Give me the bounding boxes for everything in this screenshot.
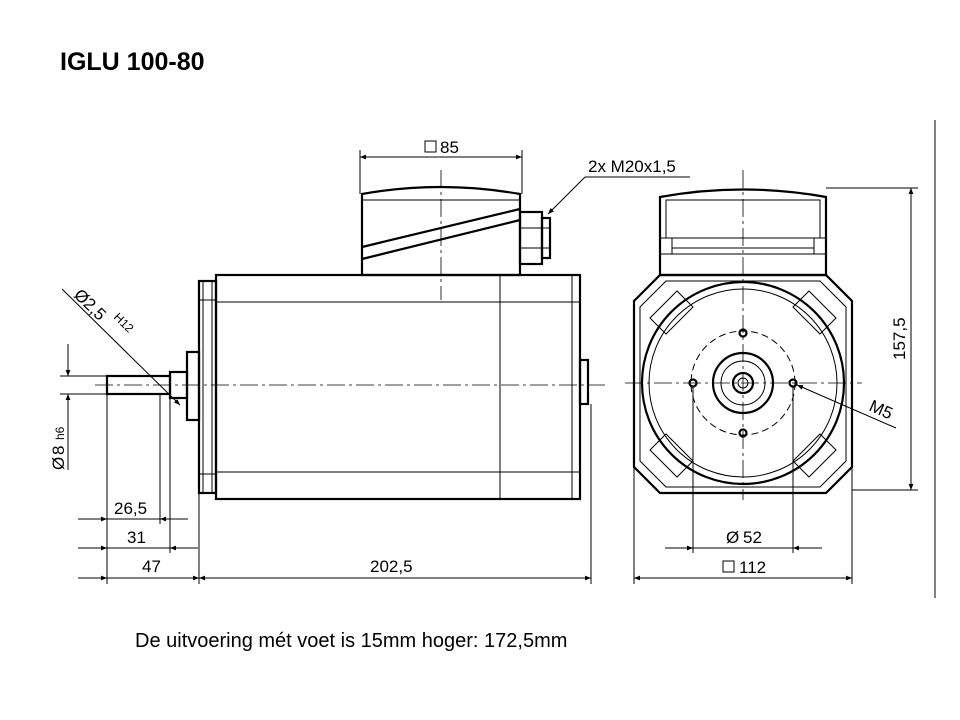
dim-label-cable-gland: 2x M20x1,5 [588,157,676,176]
dim-square-85: 85 [359,138,523,194]
dim-label-shaft: 8 [49,446,68,455]
dim-square-112: 112 [633,467,853,584]
shaft [105,350,201,422]
dim-label-pcd-symbol: Ø [726,528,739,547]
dim-cable-gland: 2x M20x1,5 [547,157,690,215]
dim-label-157-5: 157,5 [890,317,909,360]
dim-label-85: 85 [440,138,459,157]
dim-label-26-5: 26,5 [114,499,147,518]
dim-pcd-52: Ø 52 [665,387,822,553]
dim-label-202-5: 202,5 [370,557,413,576]
front-flange [197,279,218,495]
motor-body [214,273,590,501]
front-flange-outline [632,273,854,495]
footnote: De uitvoering mét voet is 15mm hoger: 17… [135,630,568,652]
dim-label-m5: M5 [866,396,895,423]
dim-label-47: 47 [142,557,161,576]
dim-label-31: 31 [127,528,146,547]
dim-height: 157,5 [826,187,918,491]
dim-label-shaft-symbol: Ø [49,457,68,470]
dim-label-52: 52 [743,528,762,547]
dim-label-shaft-tol: h6 [53,426,67,440]
side-view: 85 2x M20x1,5 Ø 2,5 H12 Ø 8 [49,138,690,584]
terminal-box [360,185,552,277]
dim-label-bore-tol: H12 [111,310,137,336]
dim-label-112: 112 [739,558,766,577]
dim-shaft-diameter: Ø 8 h6 [49,344,107,470]
dim-bottom-side: 26,5 31 47 202,5 [78,394,592,584]
front-view: M5 157,5 Ø 52 112 [625,120,936,598]
drawing-title: IGLU 100-80 [60,48,205,76]
dim-bore: Ø 2,5 H12 [61,285,181,406]
